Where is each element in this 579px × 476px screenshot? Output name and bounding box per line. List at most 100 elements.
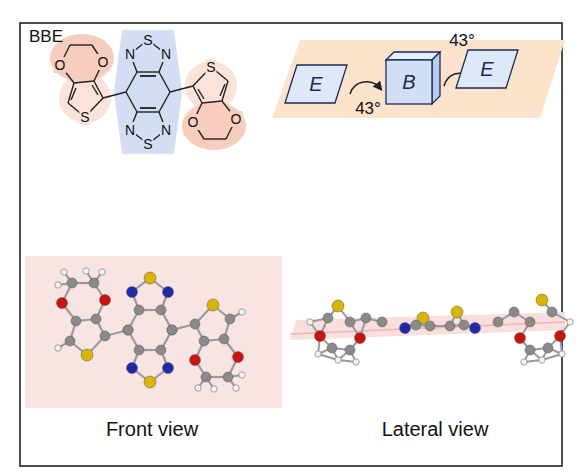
atom-ball (156, 305, 166, 315)
atom-label: N (124, 122, 136, 138)
bond-line (159, 92, 170, 112)
bond-line (204, 138, 226, 139)
atom-ball (71, 316, 81, 326)
bond-line (92, 85, 98, 95)
atom-label: O (230, 111, 243, 127)
atom-ball (525, 345, 535, 355)
atom-ball (425, 321, 435, 331)
atom-ball (493, 317, 503, 327)
front-view-panel (25, 256, 282, 408)
unit-parallelogram: E (456, 50, 518, 88)
atom-ball (411, 320, 421, 330)
atom-ball (201, 372, 211, 382)
view-caption: Front view (106, 419, 198, 439)
atom-ball (459, 320, 469, 330)
atom-ball (100, 295, 111, 306)
atom-ball (65, 336, 75, 346)
atom-label: N (160, 122, 172, 138)
bond-line (74, 81, 94, 83)
atom-label: N (124, 46, 136, 62)
atom-ball (521, 359, 527, 365)
atom-ball (327, 343, 337, 353)
bond-line (159, 72, 170, 92)
atom-ball (134, 345, 144, 355)
atom-ball (195, 385, 201, 391)
unit-letter: E (309, 74, 322, 94)
bond-line (126, 72, 137, 92)
atom-ball (525, 317, 535, 327)
atom-ball (353, 359, 359, 365)
atom-ball (61, 269, 67, 275)
atom-ball (377, 317, 387, 327)
atom-ball (144, 376, 156, 388)
atom-ball (134, 305, 144, 315)
atom-ball (163, 287, 174, 298)
atom-ball (99, 269, 105, 275)
atom-ball (127, 363, 138, 374)
atom-ball (219, 334, 229, 344)
atom-ball (233, 385, 239, 391)
atom-ball (207, 299, 219, 311)
angle-label: 43° (355, 100, 381, 117)
bond-line (198, 89, 204, 99)
atom-label: O (97, 54, 110, 70)
bond-line (71, 88, 76, 100)
atom-ball (555, 331, 566, 342)
bond-line (140, 107, 156, 108)
atom-ball (400, 323, 411, 334)
atom-ball (355, 333, 366, 344)
atom-ball (55, 345, 61, 351)
atom-ball (83, 268, 89, 274)
atom-ball (345, 317, 355, 327)
unit-letter: E (480, 59, 493, 79)
atom-ball (123, 325, 133, 335)
unit-letter: B (402, 72, 415, 92)
atom-ball (509, 307, 519, 317)
atom-ball (100, 331, 110, 341)
bond-line (170, 86, 193, 92)
atom-label: N (160, 46, 172, 62)
atom-ball (315, 351, 321, 357)
atom-ball (144, 272, 156, 284)
atom-ball (199, 336, 209, 346)
atom-ball (89, 278, 99, 288)
atom-ball (225, 314, 235, 324)
atom-ball (167, 325, 177, 335)
unit-cube: B (386, 52, 440, 104)
bond-line (70, 44, 92, 45)
atom-ball (445, 321, 455, 331)
atom-ball (190, 319, 200, 329)
atom-ball (470, 323, 481, 334)
atom-ball (211, 386, 217, 392)
atom-ball (91, 314, 101, 324)
atom-ball (223, 372, 233, 382)
atom-ball (123, 325, 133, 335)
atom-label: S (79, 109, 90, 125)
atom-ball (559, 351, 565, 357)
atom-ball (190, 355, 201, 366)
atom-ball (515, 333, 526, 344)
bond-line (140, 75, 156, 76)
atom-ball (567, 319, 573, 325)
atom-ball (361, 313, 371, 323)
plain-label: BBE (29, 28, 63, 45)
view-caption: Lateral view (382, 419, 489, 439)
atom-ball (81, 349, 93, 361)
atom-label: S (205, 59, 216, 75)
atom-ball (536, 294, 548, 306)
atom-ball (315, 331, 326, 342)
atom-ball (167, 325, 177, 335)
atom-ball (332, 300, 344, 312)
atom-label: S (142, 136, 153, 152)
atom-ball (345, 345, 355, 355)
bond-line (220, 84, 225, 96)
atom-ball (55, 282, 61, 288)
atom-ball (156, 345, 166, 355)
atom-ball (67, 278, 77, 288)
atom-ball (539, 357, 545, 363)
bond-line (140, 75, 156, 76)
atom-ball (233, 352, 244, 363)
unit-parallelogram: E (285, 65, 347, 103)
atom-ball (543, 343, 553, 353)
